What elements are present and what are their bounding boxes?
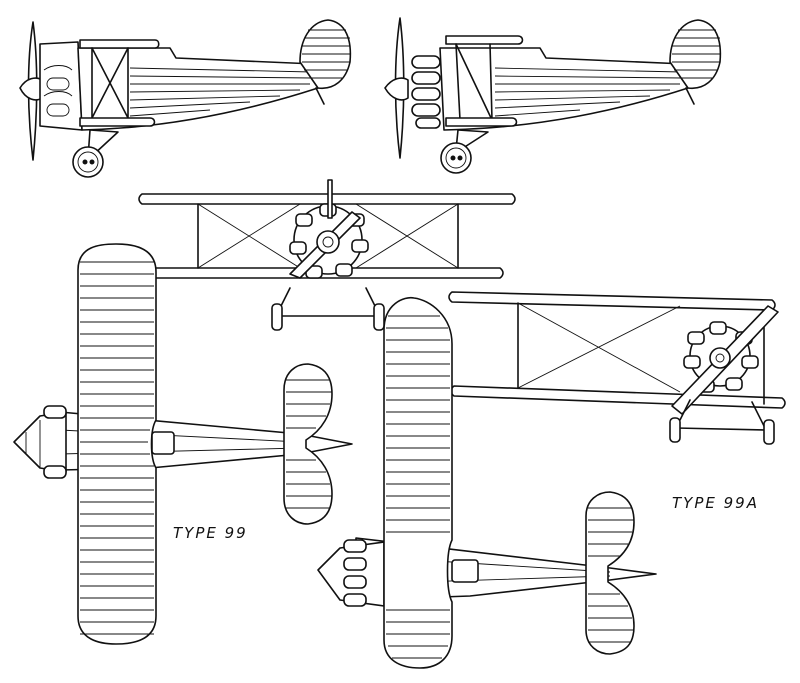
plan-view-type-99 (13, 243, 353, 645)
wheel (669, 417, 681, 443)
wheel (440, 142, 472, 174)
spinner (316, 230, 340, 254)
wing-ribs (80, 261, 154, 635)
fuselage-stringers (494, 67, 683, 117)
wheel (271, 303, 283, 331)
engine-cowling (39, 41, 83, 131)
wheel (373, 303, 385, 331)
upper-wing (448, 291, 776, 311)
front-view-type-99a (448, 291, 786, 445)
side-view-type-99 (19, 19, 352, 178)
wheel (763, 419, 775, 445)
wing-plan (77, 243, 157, 645)
type-99-label: TYPE 99 (173, 524, 248, 542)
cockpit (151, 431, 175, 455)
wing-ribs (386, 315, 450, 659)
upper-wing (138, 193, 516, 205)
upper-wing (79, 39, 160, 49)
cockpit (451, 559, 479, 583)
fuselage-stringers (129, 67, 313, 117)
tail-plane (585, 491, 635, 655)
spinner (19, 77, 43, 101)
plan-view-type-99a (317, 296, 657, 669)
lower-wing (445, 117, 518, 127)
type-99a-label: TYPE 99A (672, 494, 759, 512)
front-view-type-99 (138, 179, 516, 331)
radial-engine-cylinders (411, 55, 441, 129)
spinner (709, 347, 731, 369)
wheel (72, 146, 104, 178)
lower-wing (79, 117, 156, 127)
side-view-type-99a (384, 17, 722, 174)
upper-wing (445, 35, 524, 45)
wing-plan (383, 296, 453, 669)
spinner (384, 77, 409, 101)
